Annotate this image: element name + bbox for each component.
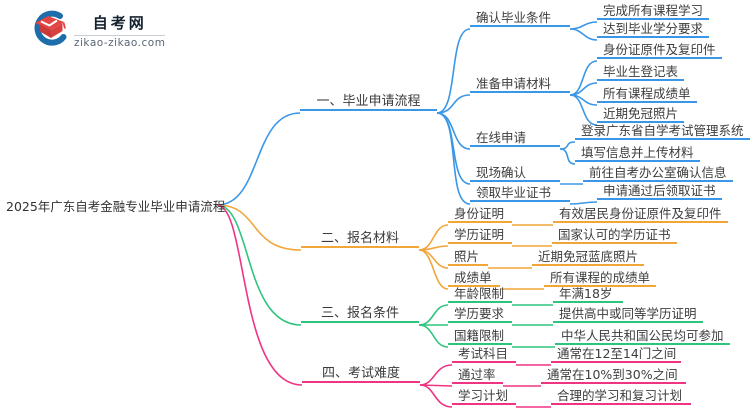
mindmap-leaf[interactable]: 提供高中或同等学历证明 [553,305,703,323]
mindmap-subtopic[interactable]: 年龄限制 [448,285,512,303]
mindmap-leaf[interactable]: 通常在12至14门之间 [551,345,681,363]
mindmap-subtopic[interactable]: 领取毕业证书 [470,184,570,202]
mindmap-leaf[interactable]: 前往自考办公室确认信息 [583,164,733,182]
mindmap-leaf[interactable]: 近期免冠照片 [597,105,684,123]
branch-1-label[interactable]: 一、毕业申请流程 [300,93,437,111]
mindmap-subtopic[interactable]: 确认毕业条件 [470,9,570,27]
mindmap-leaf[interactable]: 合理的学习和复习计划 [551,387,691,405]
site-logo[interactable]: 自考网 zikao-zikao.com [28,10,166,50]
mindmap-leaf[interactable]: 毕业生登记表 [597,63,684,81]
mindmap-subtopic[interactable]: 在线申请 [470,129,560,147]
mindmap-leaf[interactable]: 通常在10%到30%之间 [541,366,686,384]
branch-4-label[interactable]: 四、考试难度 [302,365,420,383]
mindmap-leaf[interactable]: 达到毕业学分要求 [597,20,709,38]
mindmap-subtopic[interactable]: 通过率 [452,366,503,384]
logo-divider [74,34,166,36]
mindmap-subtopic[interactable]: 准备申请材料 [470,75,570,93]
mindmap-leaf[interactable]: 年满18岁 [553,285,623,303]
root-topic[interactable]: 2025年广东自考金融专业毕业申请流程 [6,199,226,214]
mindmap-leaf[interactable]: 国家认可的学历证书 [552,226,677,244]
mindmap-leaf[interactable]: 中华人民共和国公民均可参加 [555,327,730,345]
mindmap-subtopic[interactable]: 学历证明 [448,226,512,244]
branch-2-label[interactable]: 二、报名材料 [301,230,419,248]
mindmap-subtopic[interactable]: 照片 [448,248,488,266]
mindmap-subtopic[interactable]: 国籍限制 [448,327,512,345]
mindmap-subtopic[interactable]: 现场确认 [470,164,560,182]
mindmap-leaf[interactable]: 身份证原件及复印件 [597,41,722,59]
mindmap-subtopic[interactable]: 学习计划 [452,387,516,405]
logo-domain: zikao-zikao.com [74,36,166,49]
mindmap-leaf[interactable]: 有效居民身份证原件及复印件 [553,205,728,223]
mindmap-leaf[interactable]: 完成所有课程学习 [597,2,709,20]
mindmap-leaf[interactable]: 申请通过后领取证书 [597,182,722,200]
mindmap-subtopic[interactable]: 成绩单 [448,269,500,287]
mindmap-leaf[interactable]: 所有课程的成绩单 [544,269,656,287]
mindmap-leaf[interactable]: 登录广东省自学考试管理系统 [575,122,750,140]
mindmap-leaf[interactable]: 近期免冠蓝底照片 [532,248,644,266]
mindmap-subtopic[interactable]: 身份证明 [448,205,512,223]
mindmap-subtopic[interactable]: 学历要求 [448,305,512,323]
mindmap-leaf[interactable]: 所有课程成绩单 [597,85,697,103]
mindmap-leaf[interactable]: 填写信息并上传材料 [575,144,700,162]
branch-3-label[interactable]: 三、报名条件 [301,305,419,323]
logo-title: 自考网 [92,13,147,32]
graduation-cap-logo-icon [34,10,67,46]
mindmap-subtopic[interactable]: 考试科目 [452,345,516,363]
